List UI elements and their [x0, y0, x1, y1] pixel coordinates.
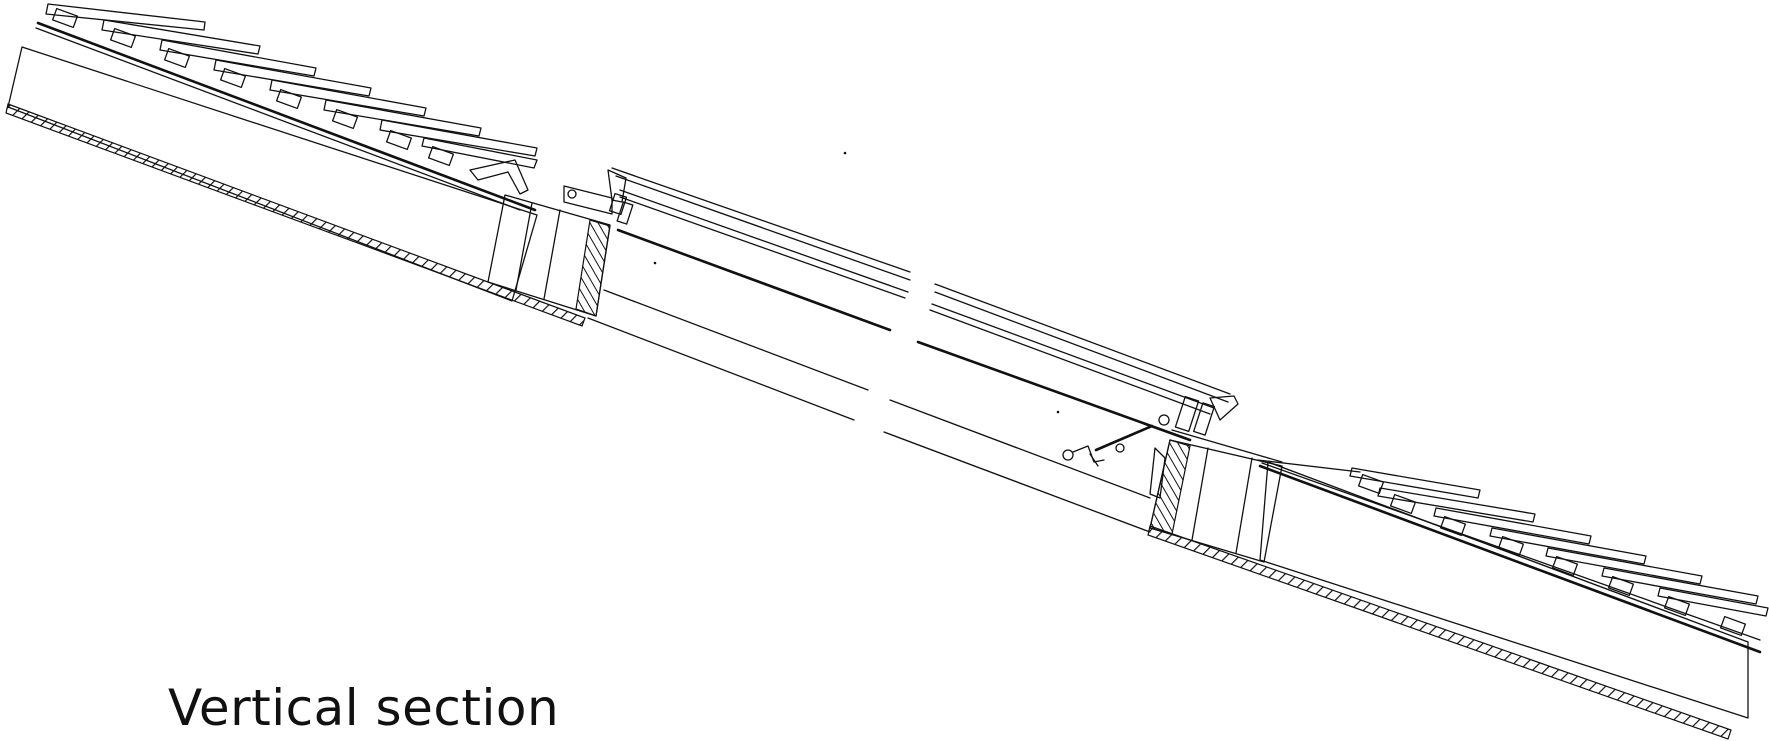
left-roof-section [5, 3, 586, 327]
skylight-sash [607, 167, 1239, 442]
drawing-caption: Vertical section [168, 679, 560, 737]
left-roof-tiles [45, 3, 538, 169]
interior-lining [587, 289, 1151, 533]
right-roof-section [1147, 459, 1769, 740]
left-curb [487, 185, 613, 317]
right-curb [1149, 395, 1283, 563]
right-roof-tiles [1349, 467, 1769, 637]
